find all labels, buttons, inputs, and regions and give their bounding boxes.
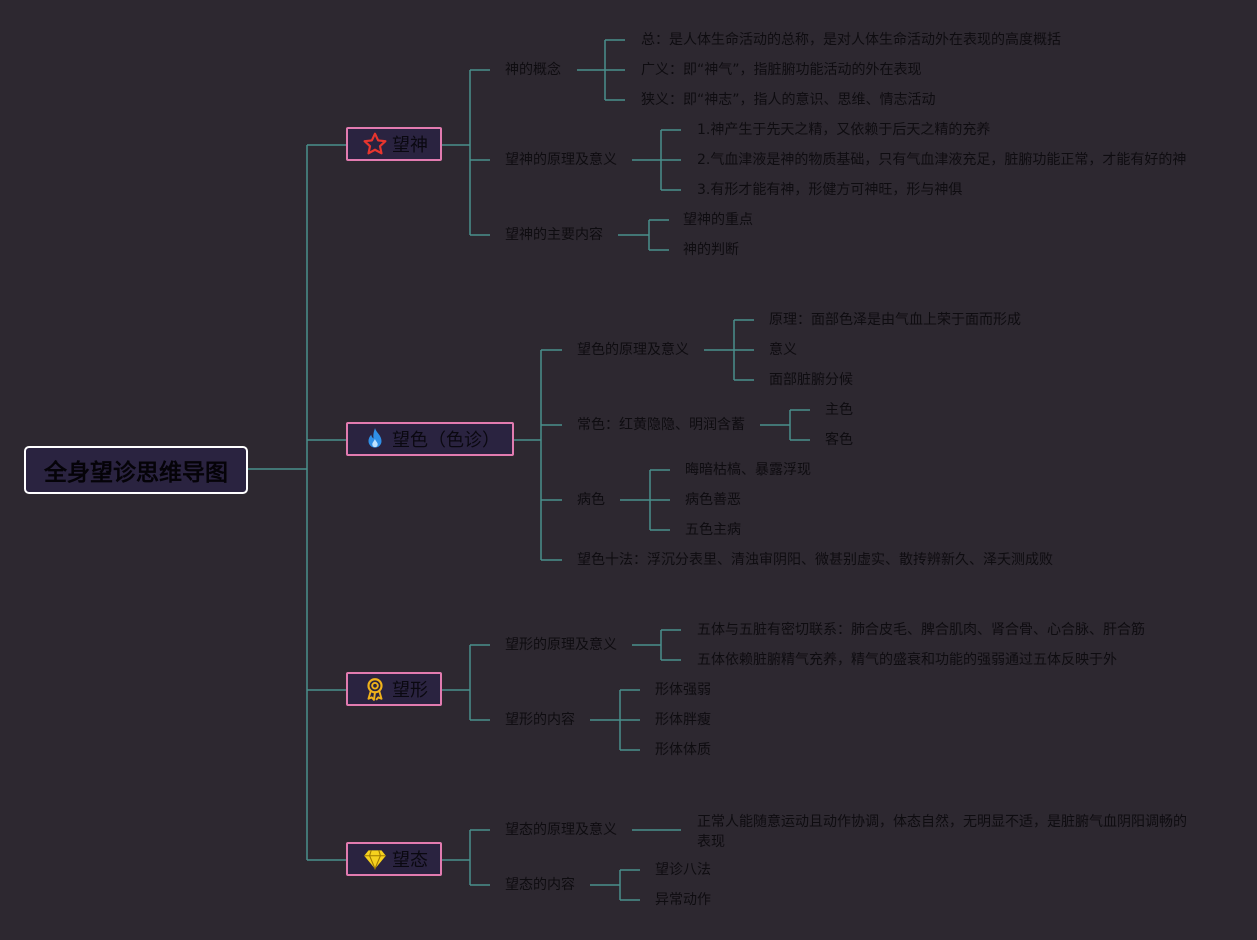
leaf-node[interactable]: 晦暗枯槁、暴露浮现: [685, 462, 811, 478]
leaf-node[interactable]: 1.神产生于先天之精，又依赖于后天之精的充养: [697, 122, 991, 138]
leaf-node[interactable]: 望诊八法: [655, 862, 711, 878]
branch-wangxing[interactable]: 望形: [346, 672, 442, 706]
leaf-node[interactable]: 意义: [769, 342, 797, 358]
star-icon: [362, 131, 388, 157]
leaf-node[interactable]: 主色: [825, 402, 853, 418]
branch-label: 望色（色诊）: [392, 430, 500, 451]
diamond-icon: [362, 846, 388, 872]
leaf-node[interactable]: 形体胖瘦: [655, 712, 711, 728]
branch-wangse[interactable]: 望色（色诊）: [346, 422, 514, 456]
leaf-node[interactable]: 神的判断: [683, 242, 739, 258]
leaf-node[interactable]: 五色主病: [685, 522, 741, 538]
leaf-node[interactable]: 2.气血津液是神的物质基础，只有气血津液充足，脏腑功能正常，才能有好的神: [697, 152, 1187, 168]
leaf-node[interactable]: 五体与五脏有密切联系：肺合皮毛、脾合肌肉、肾合骨、心合脉、肝合筋: [697, 622, 1145, 638]
root-node[interactable]: 全身望诊思维导图: [24, 446, 248, 494]
topic-node[interactable]: 望色的原理及意义: [577, 342, 689, 358]
topic-node[interactable]: 病色: [577, 492, 605, 508]
topic-node[interactable]: 望神的原理及意义: [505, 152, 617, 168]
leaf-node[interactable]: 广义：即“神气”，指脏腑功能活动的外在表现: [641, 62, 922, 78]
topic-node[interactable]: 望形的内容: [505, 712, 575, 728]
topic-node[interactable]: 望形的原理及意义: [505, 637, 617, 653]
topic-node[interactable]: 望态的原理及意义: [505, 822, 617, 838]
leaf-node[interactable]: 3.有形才能有神，形健方可神旺，形与神俱: [697, 182, 963, 198]
leaf-node[interactable]: 异常动作: [655, 892, 711, 908]
topic-node[interactable]: 神的概念: [505, 62, 561, 78]
branch-label: 望神: [392, 135, 428, 156]
leaf-node[interactable]: 形体强弱: [655, 682, 711, 698]
leaf-node[interactable]: 望神的重点: [683, 212, 753, 228]
topic-node[interactable]: 望态的内容: [505, 877, 575, 893]
leaf-node[interactable]: 五体依赖脏腑精气充养，精气的盛衰和功能的强弱通过五体反映于外: [697, 652, 1117, 668]
leaf-node[interactable]: 原理：面部色泽是由气血上荣于面而形成: [769, 312, 1021, 328]
leaf-node[interactable]: 形体体质: [655, 742, 711, 758]
branch-wangshen[interactable]: 望神: [346, 127, 442, 161]
flame-icon: [362, 426, 388, 452]
topic-node[interactable]: 常色：红黄隐隐、明润含蓄: [577, 417, 745, 433]
root-title: 全身望诊思维导图: [44, 460, 228, 486]
topic-node[interactable]: 望色十法：浮沉分表里、清浊审阴阳、微甚别虚实、散抟辨新久、泽夭测成败: [577, 552, 1053, 568]
leaf-node[interactable]: 狭义：即“神志”，指人的意识、思维、情志活动: [641, 92, 936, 108]
leaf-node[interactable]: 面部脏腑分候: [769, 372, 853, 388]
branch-label: 望态: [392, 850, 428, 871]
award-icon: [362, 676, 388, 702]
leaf-node[interactable]: 病色善恶: [685, 492, 741, 508]
branch-label: 望形: [392, 680, 428, 701]
leaf-node[interactable]: 客色: [825, 432, 853, 448]
leaf-node[interactable]: 总：是人体生命活动的总称，是对人体生命活动外在表现的高度概括: [641, 32, 1061, 48]
leaf-node[interactable]: 正常人能随意运动且动作协调，体态自然，无明显不适，是脏腑气血阴阳调畅的表现: [697, 814, 1187, 850]
branch-wangtai[interactable]: 望态: [346, 842, 442, 876]
topic-node[interactable]: 望神的主要内容: [505, 227, 603, 243]
